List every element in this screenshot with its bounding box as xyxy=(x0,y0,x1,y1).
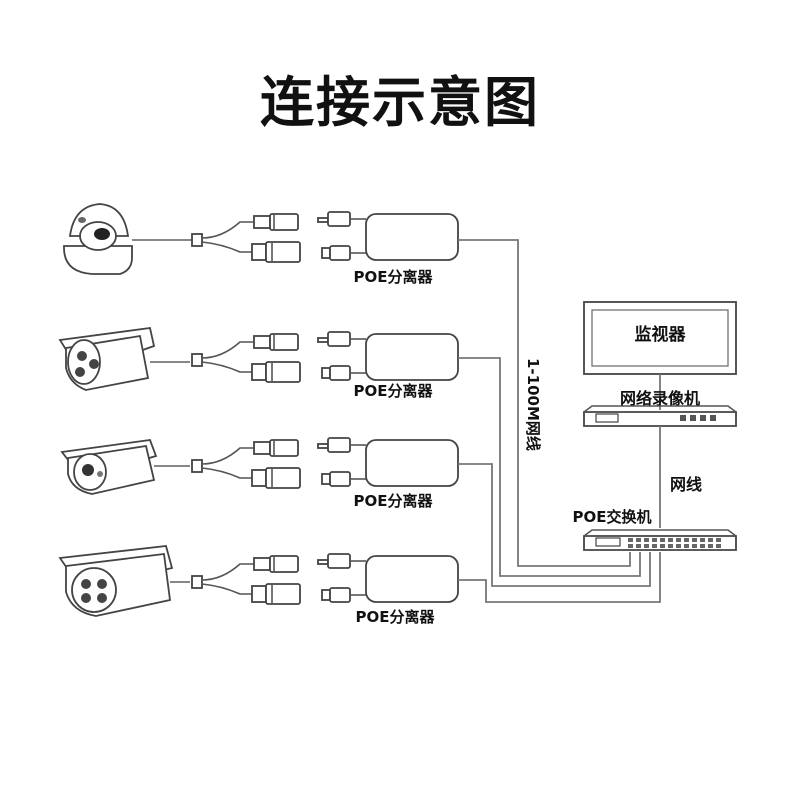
splitter-label: POE分离器 xyxy=(354,382,434,400)
nvr-label: 网络录像机 xyxy=(620,389,700,408)
cable-label: 网线 xyxy=(670,475,702,494)
camera-cable-1 xyxy=(191,213,301,263)
camera-cable-3 xyxy=(191,439,301,489)
monitor-icon xyxy=(583,301,737,410)
bullet-camera-icon xyxy=(58,545,190,617)
switch-label: POE交换机 xyxy=(573,508,652,526)
poe-splitter-1 xyxy=(317,211,459,261)
poe-splitter-2 xyxy=(317,331,459,381)
cable-vertical-label: 1-100M网线 xyxy=(524,358,542,451)
poe-splitter-4 xyxy=(317,553,459,603)
monitor-label: 监视器 xyxy=(635,324,687,345)
dome-camera-icon xyxy=(63,203,133,275)
poe-splitter-3 xyxy=(317,437,459,487)
splitter-label: POE分离器 xyxy=(354,268,434,286)
camera-cable-2 xyxy=(191,333,301,383)
nvr-device-icon xyxy=(583,405,737,427)
bullet-camera-icon xyxy=(58,326,190,391)
poe-switch-icon xyxy=(583,529,737,551)
page-title: 连接示意图 xyxy=(260,71,540,134)
network-cables xyxy=(458,239,661,603)
splitter-label: POE分离器 xyxy=(356,608,436,626)
bullet-camera-icon xyxy=(60,439,190,495)
splitter-label: POE分离器 xyxy=(354,492,434,510)
camera-cable-4 xyxy=(191,555,301,605)
